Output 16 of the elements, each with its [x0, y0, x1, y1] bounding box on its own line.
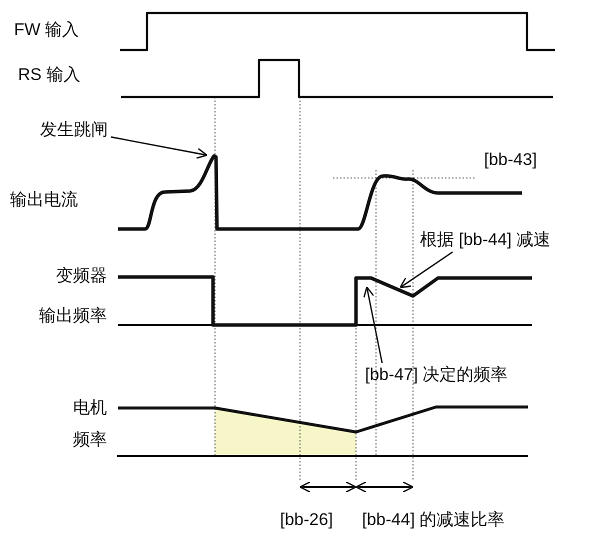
dimension-label: [bb-44] 的减速比率	[362, 510, 505, 530]
callout-text: 发生跳闸	[40, 120, 108, 140]
dimension-label: [bb-26]	[280, 510, 333, 530]
signal-label: 输出频率	[39, 306, 107, 326]
signal-label: 变频器	[56, 266, 107, 286]
callout-text: [bb-47] 决定的频率	[365, 365, 508, 385]
level-label: [bb-43]	[484, 150, 537, 170]
leader-line	[110, 136, 208, 159]
signal-label: 输出电流	[10, 190, 78, 210]
signal-label: 电机	[73, 398, 107, 418]
signal-label: 频率	[73, 430, 107, 450]
callout-text: 根据 [bb-44] 减速	[420, 230, 550, 250]
leader-line	[399, 251, 453, 288]
signal-label: FW 输入	[14, 20, 80, 40]
signal-label: RS 输入	[18, 65, 80, 85]
leader-line	[363, 286, 383, 364]
